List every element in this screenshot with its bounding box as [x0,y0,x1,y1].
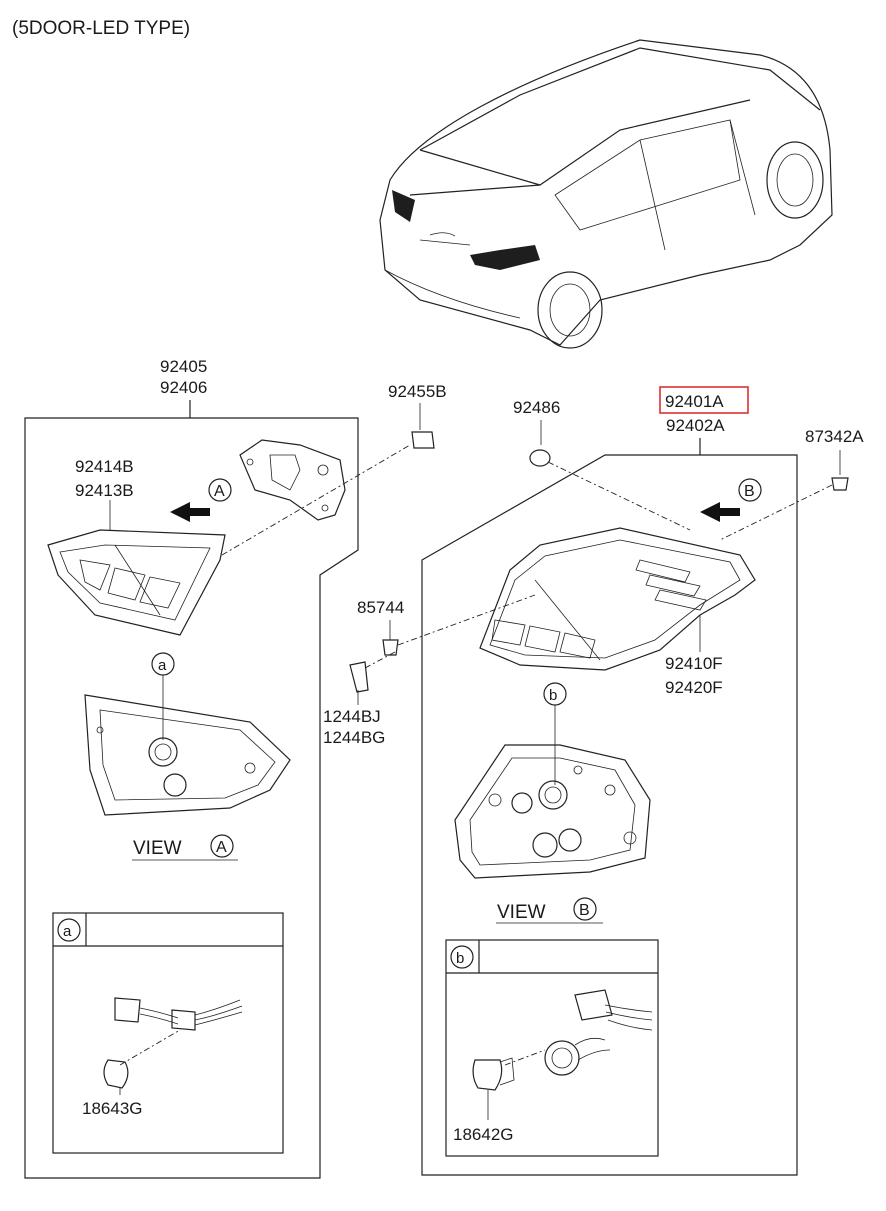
detail-b-letter: b [456,950,464,967]
part-label-18643G: 18643G [82,1099,143,1118]
gasket-shape [239,439,346,521]
diagram-title: (5DOOR-LED TYPE) [12,18,190,39]
left-assembly-frame [24,400,359,1179]
part-label-18642G: 18642G [453,1125,514,1144]
bulb-18642g-shape [472,1059,503,1091]
part-label-92401A: 92401A [665,392,724,411]
part-label-87342A: 87342A [805,427,864,446]
view-b-label: VIEW [497,902,546,923]
part-label-92406: 92406 [160,378,207,397]
detail-box-a [52,912,284,1154]
part-label-92402A: 92402A [666,416,725,435]
part-label-92486: 92486 [513,398,560,417]
callout-b-view: b [549,687,557,704]
detail-a-letter: a [63,923,72,940]
right-assembly-frame [421,438,798,1176]
view-b-letter: B [579,902,590,919]
part-label-92420F: 92420F [665,678,723,697]
part-label-1244BJ: 1244BJ [323,707,381,726]
part-label-92455B: 92455B [388,382,447,401]
view-a-letter: A [216,839,227,856]
highlight-box-92401a [659,386,749,414]
view-a-label: VIEW [133,838,182,859]
inner-tail-lamp [47,529,226,636]
bulb-18643g-shape [103,1059,129,1089]
part-label-92413B: 92413B [75,481,134,500]
outer-tail-lamp [479,527,756,671]
callout-B-upper: B [744,483,755,500]
callout-circle-a-upper [208,478,232,502]
view-arrow-b-icon [700,502,740,522]
inner-lamp-back-view [84,694,291,816]
part-label-1244BG: 1244BG [323,728,385,747]
nut-85744 [382,639,399,656]
part-label-92410F: 92410F [665,654,723,673]
view-arrow-a-icon [170,502,210,522]
clip-92455b [411,431,435,449]
screw-87342a [831,477,849,491]
car-illustration [379,39,833,349]
callout-a-view: a [158,657,167,674]
grommet-92486 [529,449,551,467]
part-label-92414B: 92414B [75,457,134,476]
screw-1244bj [349,661,369,693]
part-label-85744: 85744 [357,598,404,617]
detail-box-b [445,939,659,1157]
outer-lamp-back-view [454,744,651,879]
callout-A-upper: A [214,483,225,500]
part-label-92405: 92405 [160,357,207,376]
